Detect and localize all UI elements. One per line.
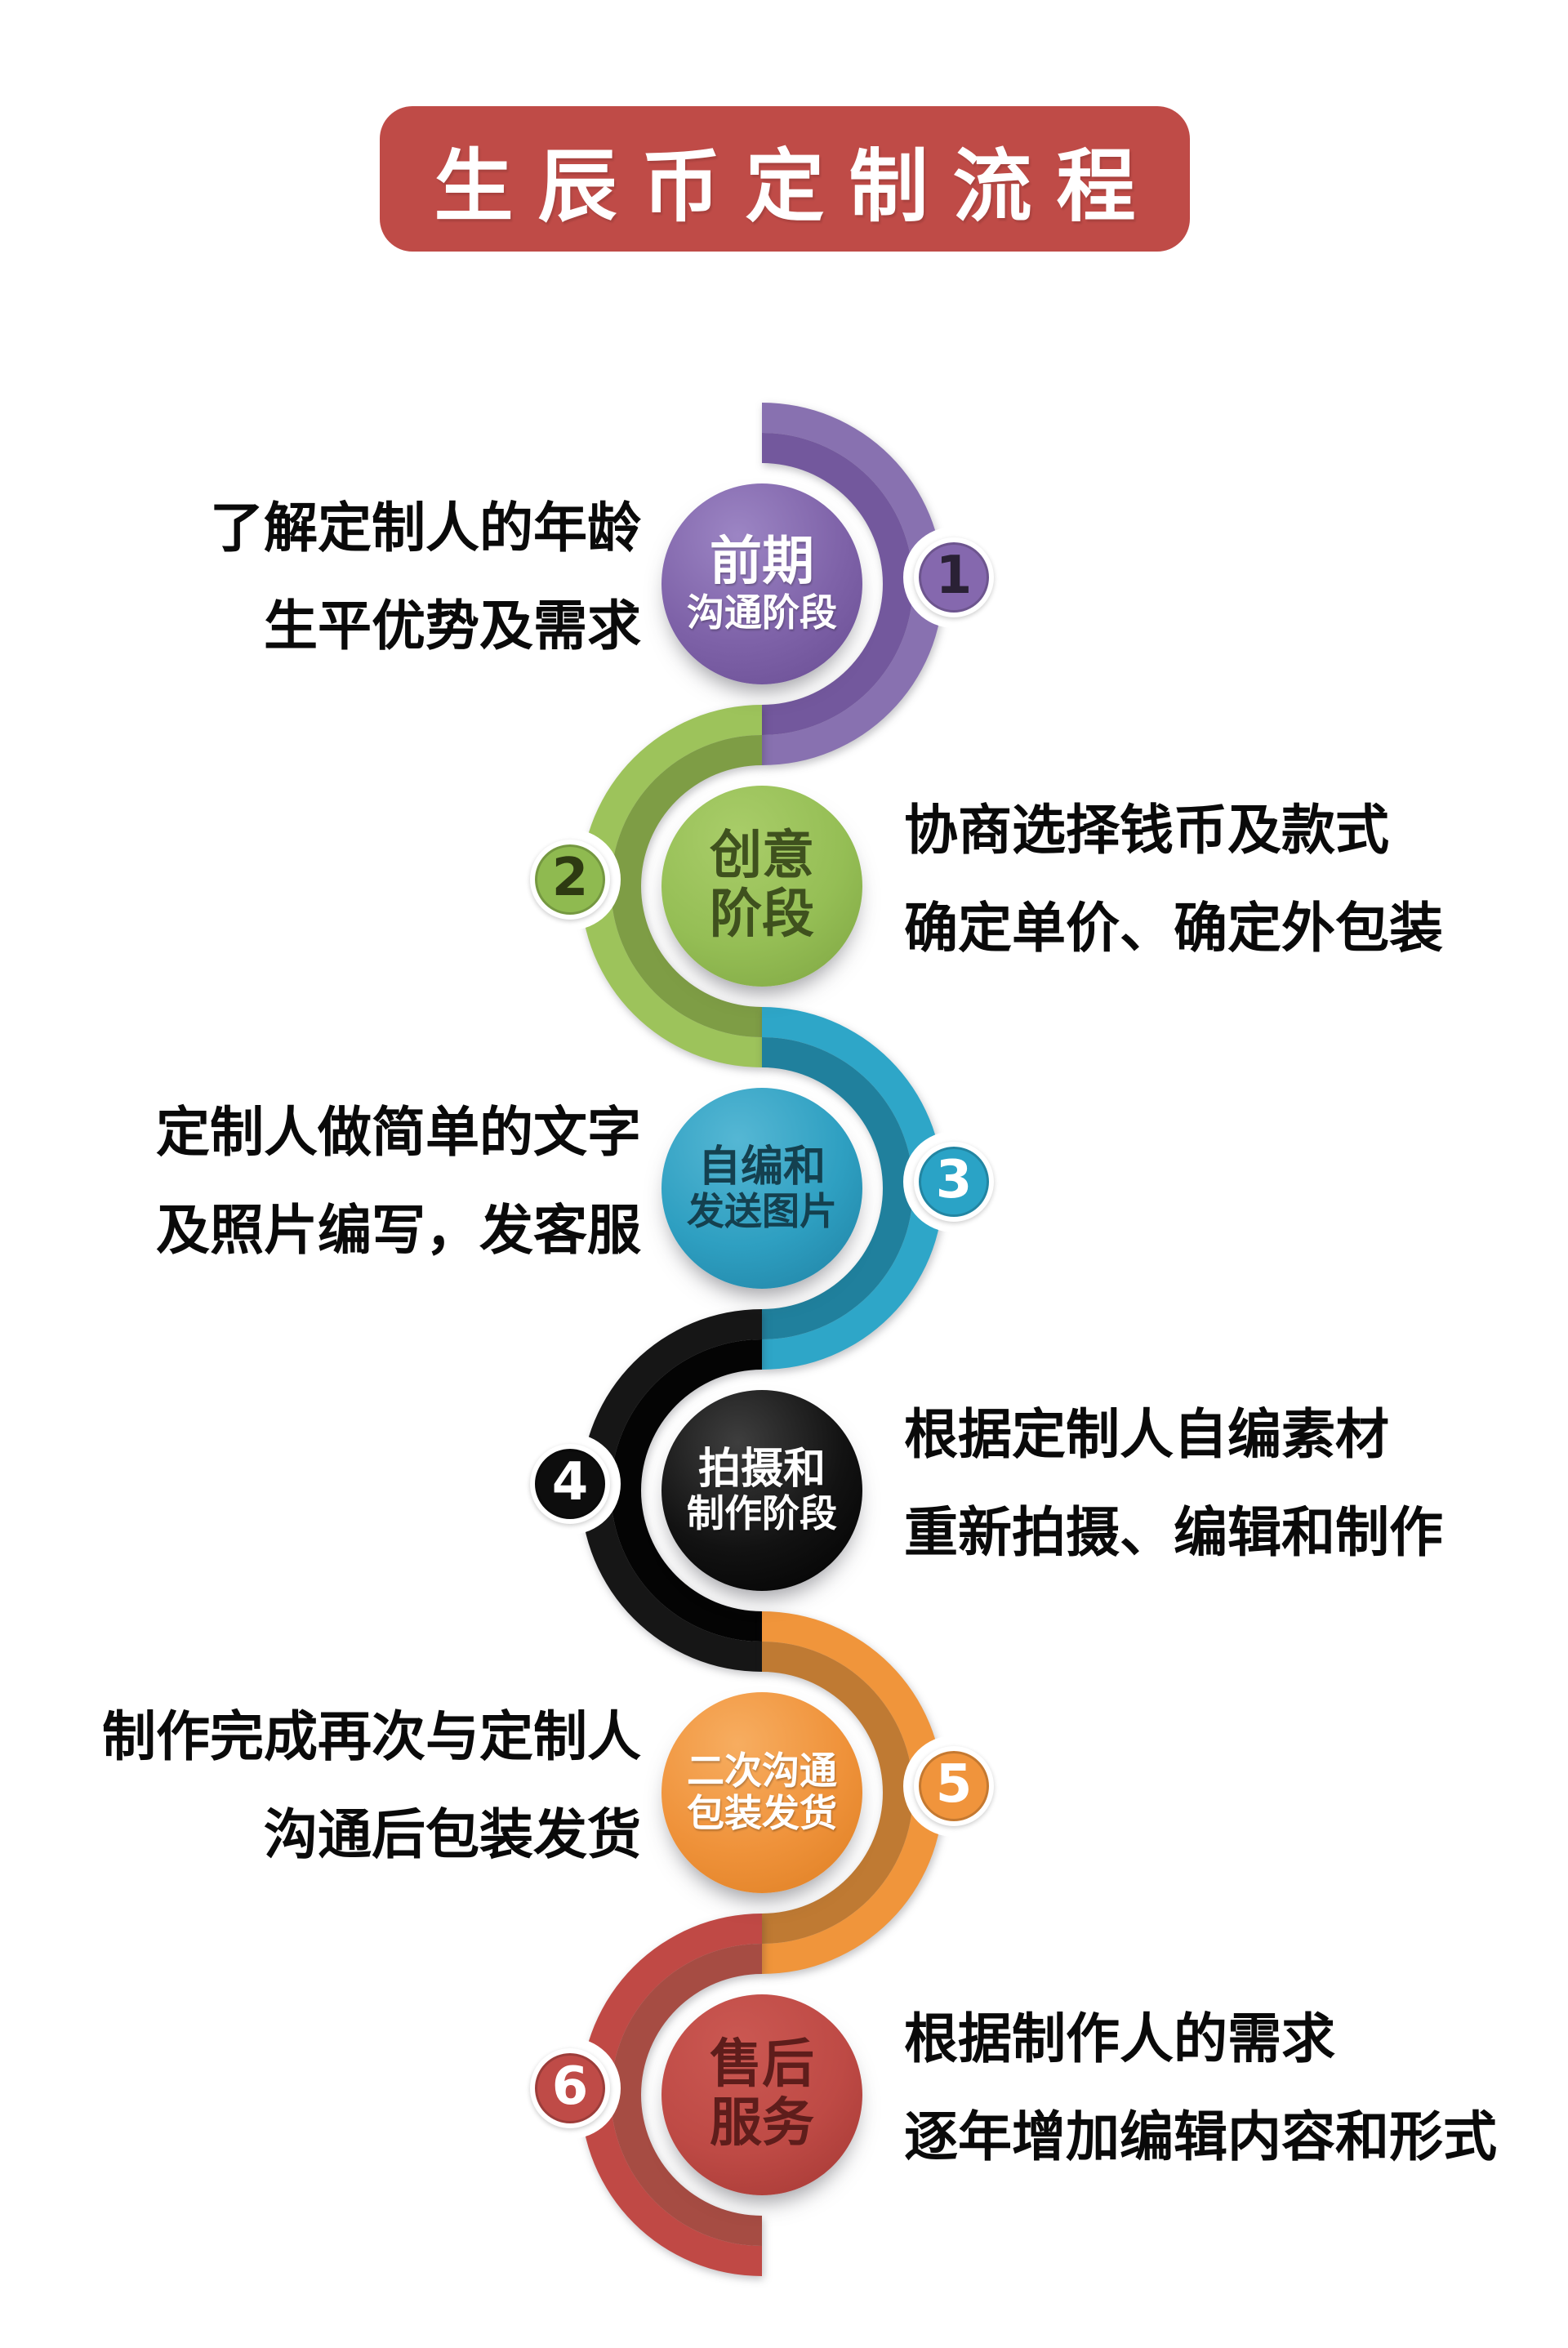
step1-ring-inner-band [762,433,913,735]
step5-label-line: 包装发货 [687,1791,837,1835]
step2-label-line: 阶段 [710,884,814,945]
step4-ring-outer-band [581,1309,762,1672]
step3-ring-outer-band [762,1007,943,1370]
step6-label-line: 服务 [710,2093,814,2154]
description-line: 根据定制人自编素材 [904,1403,1389,1466]
step3-label-line: 自编和 [697,1143,826,1192]
step5-ring-inner-band [762,1642,913,1944]
description-line: 了解定制人的年龄 [210,497,641,559]
step4-node-circle: 拍摄和 制作阶段 [662,1390,862,1591]
description-line: 协商选择钱币及款式 [904,799,1389,862]
step1-ring [762,403,943,765]
title-banner: 生辰币定制流程 [380,106,1190,252]
step3-number: 3 [935,1150,973,1210]
step4-label-line: 拍摄和 [697,1445,826,1495]
step3-label-line: 发送图片 [687,1189,837,1234]
step1-node-circle: 前期 沟通阶段 [662,483,862,684]
step3-description: 定制人做简单的文字 及照片编写，发客服 [45,1084,641,1280]
step3-number-badge: 3 [914,1142,994,1222]
description-line: 及照片编写，发客服 [156,1199,641,1262]
step2-ring-inner-band [611,735,762,1037]
step4-label-line: 制作阶段 [687,1491,837,1536]
description-line: 确定单价、确定外包装 [904,897,1443,960]
description-line: 沟通后包装发货 [264,1803,641,1866]
description-line: 定制人做简单的文字 [156,1101,641,1164]
step4-number: 4 [551,1452,589,1513]
step5-number-badge: 5 [914,1746,994,1826]
step1-label-line: 前期 [710,532,814,593]
step6-ring [581,1914,762,2276]
step2-ring [581,705,762,1067]
step1-description: 了解定制人的年龄 生平优势及需求 [45,479,641,675]
step5-description: 制作完成再次与定制人 沟通后包装发货 [45,1688,641,1884]
step2-node-circle: 创意 阶段 [662,786,862,987]
description-line: 重新拍摄、编辑和制作 [904,1501,1443,1564]
step2-description: 协商选择钱币及款式 确定单价、确定外包装 [904,782,1549,978]
step4-description: 根据定制人自编素材 重新拍摄、编辑和制作 [904,1386,1549,1582]
step3-node-circle: 自编和 发送图片 [662,1088,862,1289]
step3-ring [762,1007,943,1370]
description-line: 逐年增加编辑内容和形式 [904,2105,1497,2168]
step5-number: 5 [935,1754,973,1815]
step6-node-circle: 售后 服务 [662,1994,862,2195]
step2-ring-outer-band [581,705,762,1067]
step5-label-line: 二次沟通 [687,1749,837,1793]
description-line: 根据制作人的需求 [904,2007,1335,2070]
step2-number: 2 [551,848,589,908]
step5-ring-outer-band [762,1611,943,1974]
page-title: 生辰币定制流程 [434,140,1160,233]
step6-ring-inner-band [611,1944,762,2246]
step5-ring [762,1611,943,1974]
step1-label-line: 沟通阶段 [687,590,837,635]
description-line: 生平优势及需求 [264,595,641,657]
step6-number-badge: 6 [530,2048,610,2128]
step6-ring-outer-band [581,1914,762,2276]
step4-ring [581,1309,762,1672]
step5-node-circle: 二次沟通 包装发货 [662,1692,862,1893]
step1-ring-outer-band [762,403,943,765]
step3-ring-inner-band [762,1037,913,1339]
step4-number-badge: 4 [530,1444,610,1524]
step1-number-badge: 1 [914,537,994,617]
step6-description: 根据制作人的需求 逐年增加编辑内容和形式 [904,1990,1549,2186]
step4-ring-inner-band [611,1339,762,1642]
step2-label-line: 创意 [710,826,814,887]
step1-number: 1 [935,546,973,606]
step6-number: 6 [551,2056,589,2117]
step2-number-badge: 2 [530,840,610,920]
step6-label-line: 售后 [710,2034,814,2096]
description-line: 制作完成再次与定制人 [102,1705,641,1768]
